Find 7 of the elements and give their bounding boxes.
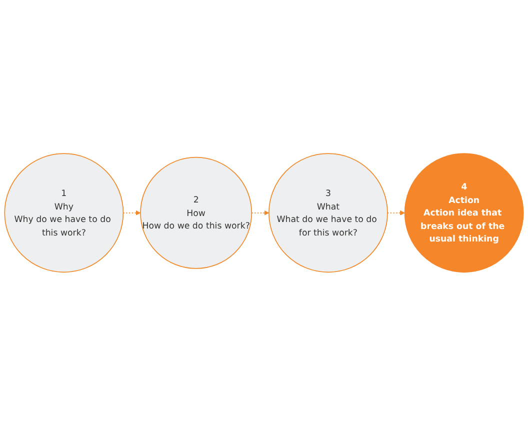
arrow	[387, 210, 405, 216]
arrow	[251, 210, 270, 216]
node-circle: 2 How How do we do this work?	[140, 156, 252, 268]
arrow	[122, 210, 141, 216]
node-circle: 3 What What do we have to do for this work?	[268, 152, 388, 272]
node-circle: 1 Why Why do we have to do this work?	[4, 152, 124, 272]
node-circle: 4 Action Action idea that breaks out of the usual thinking	[404, 152, 524, 272]
